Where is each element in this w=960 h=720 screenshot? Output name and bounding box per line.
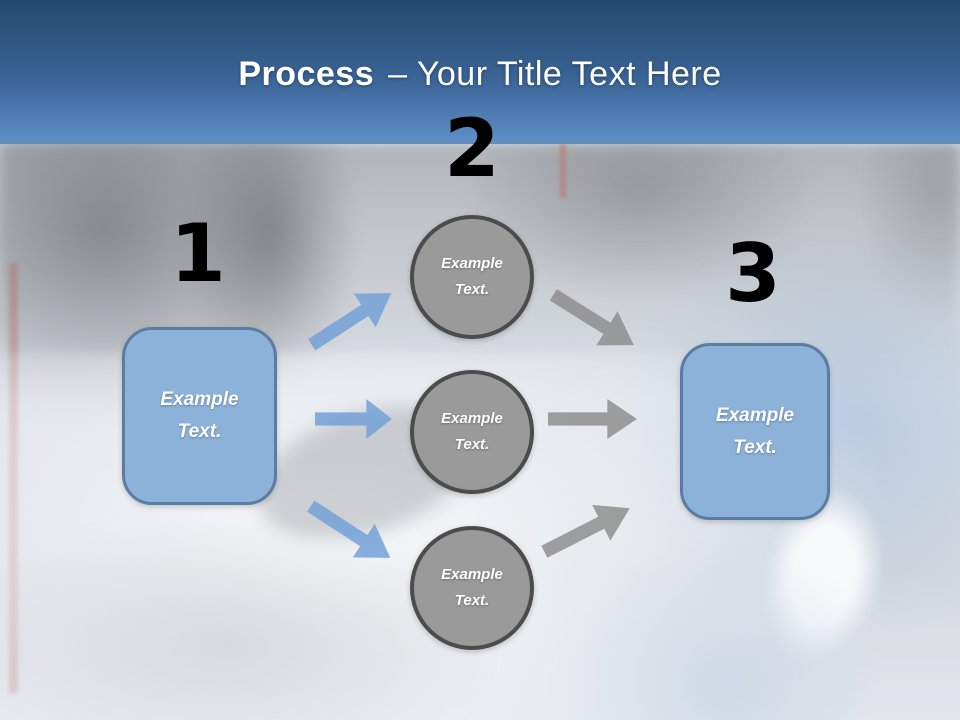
slide-title[interactable]: Process – Your Title Text Here (0, 54, 960, 94)
step-number-1[interactable]: 1 (170, 207, 226, 300)
arrow-step1-to-circle-bottom (299, 489, 402, 576)
step3-box[interactable]: Example Text. (680, 343, 830, 520)
title-placeholder-text: – Your Title Text Here (388, 55, 722, 93)
title-bar: Process – Your Title Text Here (0, 0, 960, 144)
arrow-circle-top-to-step3 (542, 277, 645, 363)
step2-circle-middle-label: Example Text. (441, 410, 503, 453)
title-keyword: Process (238, 55, 375, 93)
step-number-3[interactable]: 3 (725, 227, 781, 320)
step2-circle-bottom[interactable]: Example Text. (410, 526, 534, 650)
photo-floor-shadow (0, 523, 490, 720)
photo-red-pole-center (560, 143, 566, 198)
arrow-circle-bottom-to-step3 (535, 489, 640, 570)
step-number-2[interactable]: 2 (444, 102, 500, 195)
step1-box-label: Example Text. (160, 389, 239, 442)
step2-circle-top-label: Example Text. (441, 255, 503, 298)
arrow-step1-to-circle-middle (315, 398, 392, 440)
photo-car-front (560, 543, 860, 720)
arrow-circle-middle-to-step3 (548, 398, 637, 440)
step3-box-label: Example Text. (715, 404, 795, 458)
step1-box[interactable]: Example Text. (122, 327, 277, 505)
arrow-step1-to-circle-top (300, 276, 403, 363)
step2-circle-top[interactable]: Example Text. (410, 215, 534, 339)
step2-circle-bottom-label: Example Text. (441, 566, 503, 609)
step2-circle-middle[interactable]: Example Text. (410, 370, 534, 494)
